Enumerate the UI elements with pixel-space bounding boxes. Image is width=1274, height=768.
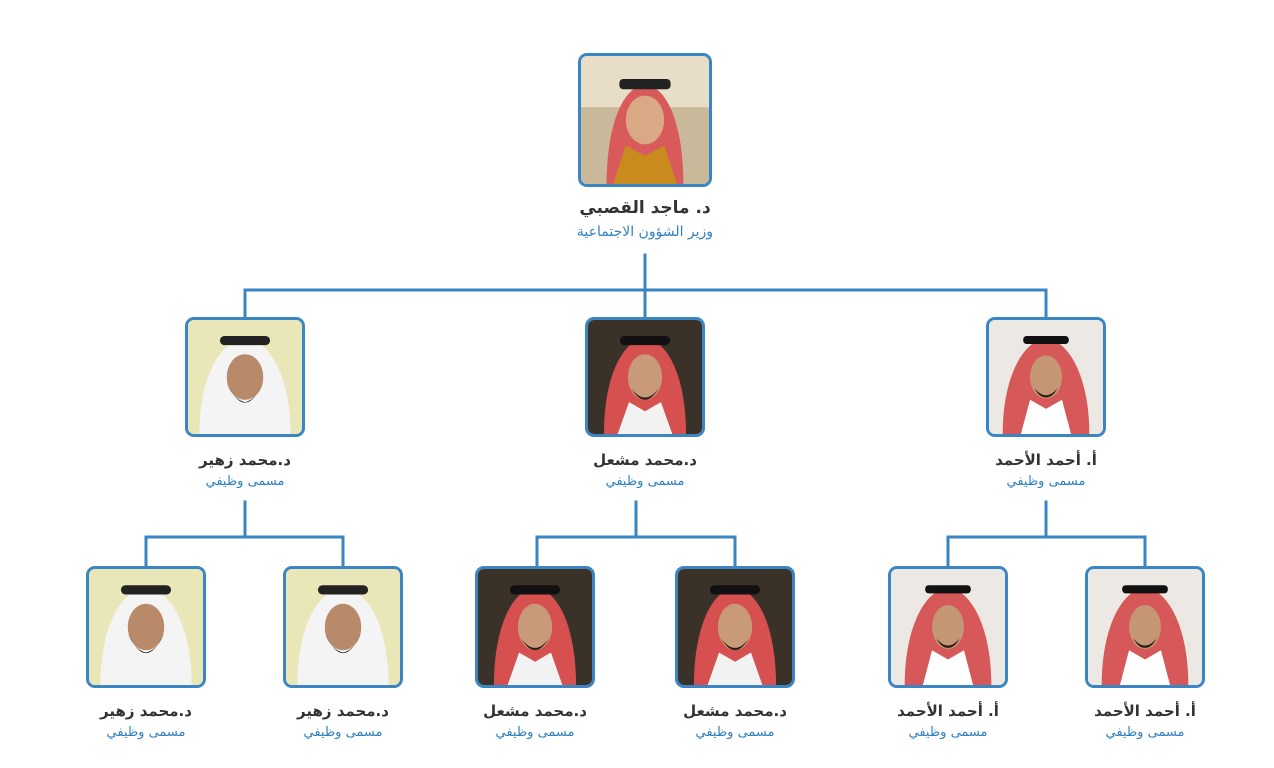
level3-node-5: أ. أحمد الأحمد مسمى وظيفي [848,566,1048,740]
level3-photo [86,566,206,688]
level3-title: مسمى وظيفي [106,725,186,740]
level3-photo [475,566,595,688]
level3-photo [1085,566,1205,688]
level3-name: د.محمد زهير [100,702,192,720]
level3-title: مسمى وظيفي [695,725,775,740]
level2-node-left: د.محمد زهير مسمى وظيفي [145,317,345,489]
level2-photo [185,317,305,437]
level3-name: د.محمد مشعل [483,702,587,720]
level3-node-6: أ. أحمد الأحمد مسمى وظيفي [1045,566,1245,740]
level3-title: مسمى وظيفي [303,725,383,740]
level3-title: مسمى وظيفي [495,725,575,740]
level3-name: د.محمد زهير [297,702,389,720]
root-name: د. ماجد القصبي [579,198,711,218]
level2-title: مسمى وظيفي [605,474,685,489]
level2-name: د.محمد مشعل [593,451,697,469]
level3-photo [888,566,1008,688]
level3-photo [283,566,403,688]
level3-name: د.محمد مشعل [683,702,787,720]
level3-node-1: د.محمد زهير مسمى وظيفي [46,566,246,740]
level2-name: د.محمد زهير [199,451,291,469]
root-node: د. ماجد القصبي وزير الشؤون الاجتماعية [545,53,745,240]
level2-name: أ. أحمد الأحمد [995,451,1097,469]
level2-title: مسمى وظيفي [1006,474,1086,489]
level2-title: مسمى وظيفي [205,474,285,489]
level3-title: مسمى وظيفي [908,725,988,740]
level3-node-2: د.محمد زهير مسمى وظيفي [243,566,443,740]
level3-name: أ. أحمد الأحمد [1094,702,1196,720]
level3-node-3: د.محمد مشعل مسمى وظيفي [435,566,635,740]
root-title: وزير الشؤون الاجتماعية [576,224,714,240]
level3-photo [675,566,795,688]
level2-photo [585,317,705,437]
level2-node-right: أ. أحمد الأحمد مسمى وظيفي [946,317,1146,489]
level3-node-4: د.محمد مشعل مسمى وظيفي [635,566,835,740]
level2-node-mid: د.محمد مشعل مسمى وظيفي [545,317,745,489]
level3-name: أ. أحمد الأحمد [897,702,999,720]
level2-photo [986,317,1106,437]
root-photo [578,53,712,187]
level3-title: مسمى وظيفي [1105,725,1185,740]
